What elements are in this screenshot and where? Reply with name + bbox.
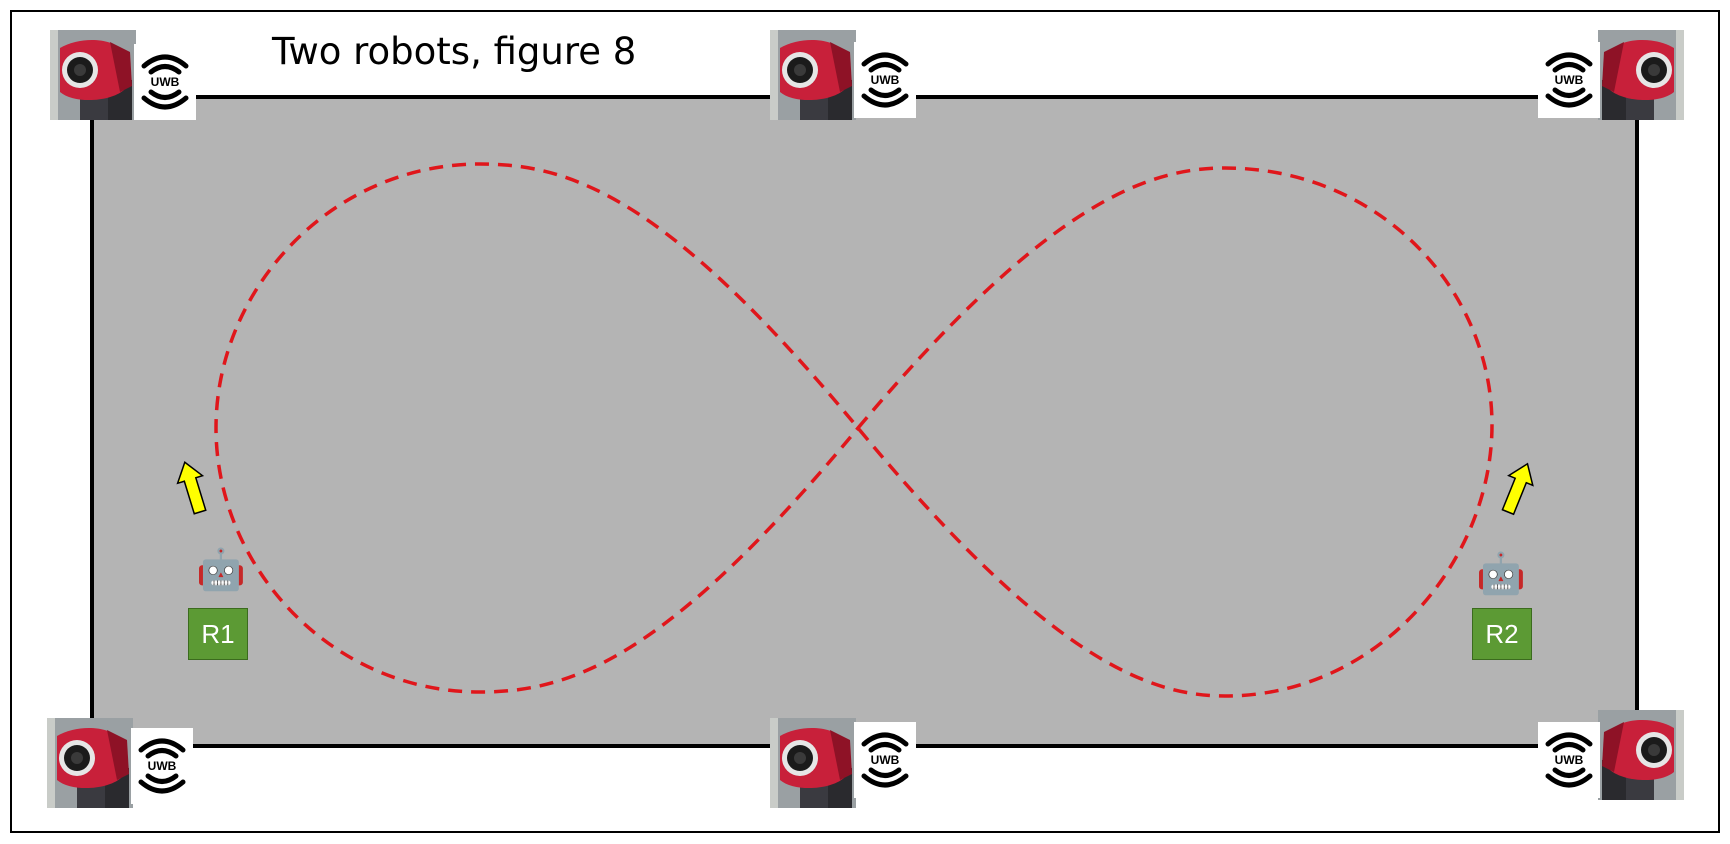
camera-icon xyxy=(1598,30,1684,120)
svg-text:UWB: UWB xyxy=(871,753,900,767)
svg-text:UWB: UWB xyxy=(871,73,900,87)
svg-text:UWB: UWB xyxy=(151,75,180,89)
figure-8-path xyxy=(214,162,1494,698)
camera-icon xyxy=(770,718,856,808)
robot-1-label: R1 xyxy=(188,608,248,660)
svg-text:UWB: UWB xyxy=(148,759,177,773)
robot-1-heading-arrow-icon xyxy=(176,461,207,515)
diagram-title: Two robots, figure 8 xyxy=(272,30,637,73)
figure-frame xyxy=(10,10,1720,833)
svg-text:UWB: UWB xyxy=(1555,73,1584,87)
uwb-icon: UWB xyxy=(854,42,916,118)
uwb-icon: UWB xyxy=(1538,722,1600,798)
camera-icon xyxy=(47,718,133,808)
camera-icon xyxy=(770,30,856,120)
robot-2-heading-arrow-icon xyxy=(1501,462,1534,516)
camera-icon xyxy=(50,30,136,120)
uwb-icon: UWB xyxy=(131,728,193,804)
robot-face-icon: 🤖 xyxy=(196,547,246,593)
robot-face-icon: 🤖 xyxy=(1476,551,1526,597)
svg-text:UWB: UWB xyxy=(1555,753,1584,767)
uwb-icon: UWB xyxy=(854,722,916,798)
camera-icon xyxy=(1598,710,1684,800)
uwb-icon: UWB xyxy=(1538,42,1600,118)
robot-2-label: R2 xyxy=(1472,608,1532,660)
uwb-icon: UWB xyxy=(134,44,196,120)
